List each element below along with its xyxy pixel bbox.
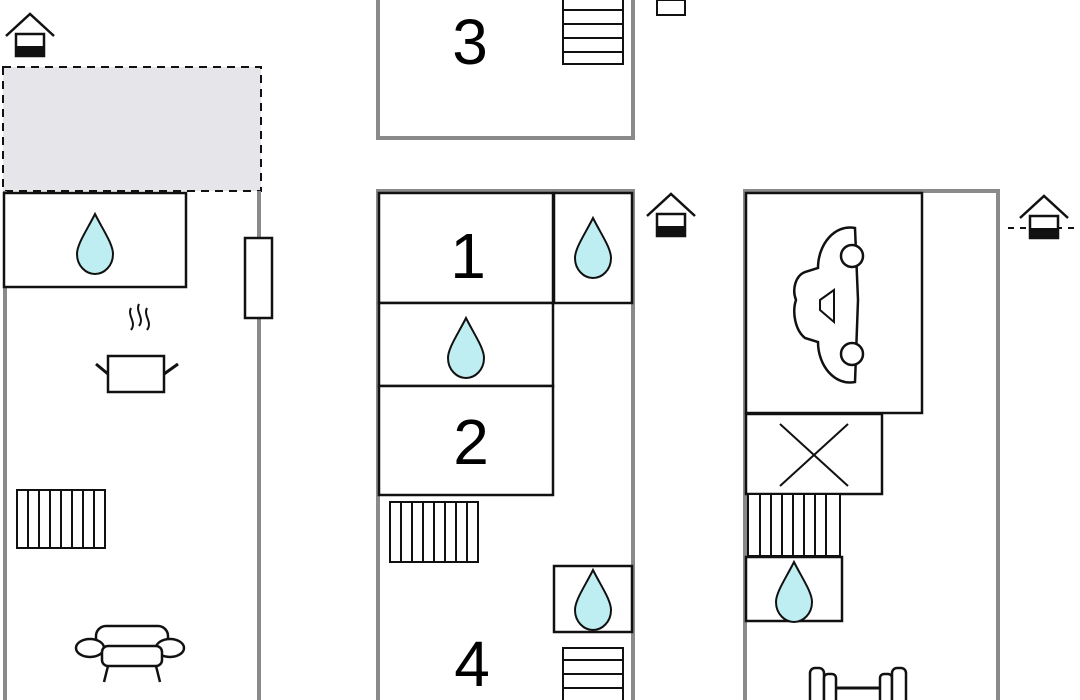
room-label-2: 2: [453, 406, 489, 478]
room-2: [377, 384, 555, 497]
window-icon: [243, 236, 274, 320]
armchair-icon: [74, 624, 186, 683]
stairs-icon: [562, 0, 624, 65]
room-3-walls: [376, 0, 635, 140]
entrance-icon: [645, 192, 697, 238]
room-label-1: 1: [450, 220, 486, 292]
stairs-icon: [389, 501, 479, 563]
fitness-icon: [808, 666, 908, 700]
stairs-icon: [16, 489, 106, 549]
window-icon: [656, 0, 686, 16]
room-label-3: 3: [452, 6, 488, 78]
entrance-icon: [4, 12, 56, 58]
right-wing: [743, 189, 1078, 700]
cooking-pot-icon: [95, 303, 179, 394]
stairs-icon: [562, 647, 624, 700]
cross-icon: [779, 423, 849, 487]
stairs-icon: [747, 493, 841, 557]
room-1: [377, 191, 555, 305]
car-icon: [793, 226, 865, 384]
left-wing: [2, 12, 274, 700]
terrace-area: [2, 66, 262, 192]
middle-wing: 3 1 2 4: [376, 0, 697, 700]
entrance-icon: [1018, 194, 1070, 240]
room-label-4: 4: [454, 628, 490, 700]
